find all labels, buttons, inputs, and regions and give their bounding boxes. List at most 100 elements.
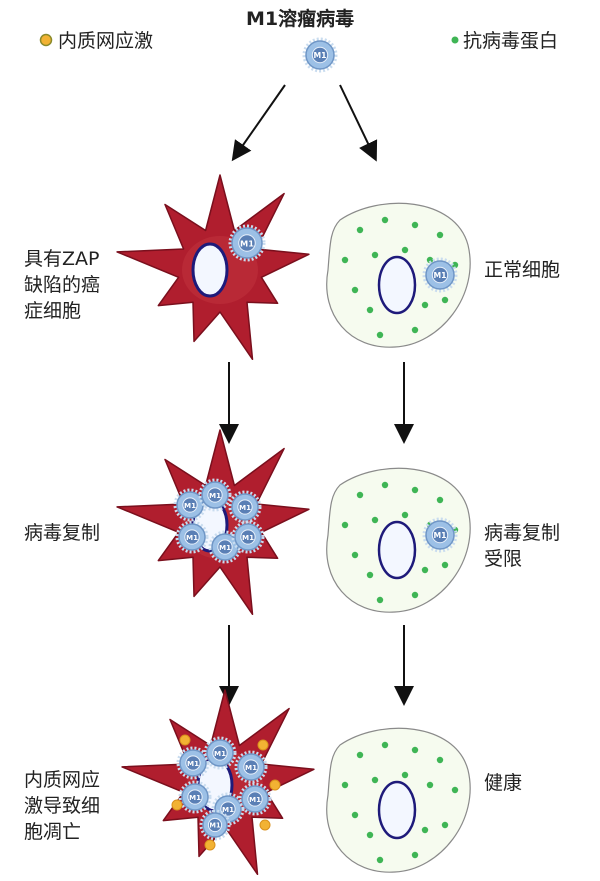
antiviral-protein-dot (426, 781, 434, 789)
antiviral-protein-dot (371, 251, 379, 259)
antiviral-protein-dot (421, 566, 429, 574)
er-stress-marker (257, 739, 269, 751)
virus-icon: M1 (199, 809, 231, 841)
virus-label: M1 (219, 543, 231, 552)
antiviral-protein-dot (356, 226, 364, 234)
virus-label: M1 (240, 238, 254, 248)
antiviral-protein-dot (356, 751, 364, 759)
antiviral-protein-dot (371, 516, 379, 524)
antiviral-protein-dot (381, 741, 389, 749)
antiviral-protein-dot (376, 331, 384, 339)
virus-icon: M1 (231, 520, 265, 554)
antiviral-protein-dot (436, 231, 444, 239)
antiviral-protein-dot (451, 261, 459, 269)
virus-icon: M1 (228, 224, 266, 262)
nucleus (377, 255, 417, 315)
virus-icon: M1 (422, 517, 458, 553)
er-stress-legend-icon (39, 33, 53, 47)
antiviral-protein-dot (401, 771, 409, 779)
virus-label: M1 (186, 533, 198, 542)
virus-label: M1 (242, 533, 254, 542)
er-stress-marker (259, 819, 271, 831)
cancer-cell-stage1: M1 (116, 174, 310, 361)
arrow-top-right (339, 84, 378, 162)
er-stress-marker (171, 799, 183, 811)
antiviral-protein-dot (376, 856, 384, 864)
er-stress-marker (179, 734, 191, 746)
virus-icon: M1 (234, 750, 268, 784)
antiviral-protein-dot (341, 781, 349, 789)
nucleus (377, 520, 417, 580)
antiviral-protein-dot (351, 551, 359, 559)
normal-cell-stage3 (326, 727, 471, 873)
antiviral-protein-dot (441, 821, 449, 829)
antiviral-protein-dot (381, 481, 389, 489)
virus-icon: M1 (302, 37, 338, 73)
normal-cell-stage1: M1 (326, 202, 471, 348)
antiviral-protein-dot (436, 496, 444, 504)
antiviral-protein-dot (366, 306, 374, 314)
virus-label: M1 (245, 763, 257, 772)
antiviral-protein-dot (341, 256, 349, 264)
virus-icon: M1 (178, 780, 212, 814)
antiviral-protein-dot (441, 561, 449, 569)
virus-label: M1 (187, 759, 199, 768)
antiviral-protein-dot (356, 491, 364, 499)
nucleus (191, 242, 229, 298)
virus-label: M1 (209, 491, 221, 500)
virus-icon: M1 (302, 37, 338, 73)
antiviral-protein-dot (421, 301, 429, 309)
virus-label: M1 (314, 51, 327, 60)
label-zap-deficient-cancer-cell: 具有ZAP 缺陷的癌 症细胞 (24, 248, 101, 322)
antiviral-protein-dot (341, 521, 349, 529)
antiviral-protein-dot (411, 486, 419, 494)
antiviral-protein-dot (371, 776, 379, 784)
legend-antiviral-protein-label: 抗病毒蛋白 (463, 30, 559, 52)
antiviral-protein-dot (366, 831, 374, 839)
virus-label: M1 (189, 793, 201, 802)
virus-label: M1 (214, 749, 226, 758)
virus-icon: M1 (238, 782, 272, 816)
virus-label: M1 (184, 501, 196, 510)
er-stress-marker (269, 779, 281, 791)
er-stress-marker (204, 839, 216, 851)
virus-icon: M1 (422, 257, 458, 293)
antiviral-protein-dot (411, 221, 419, 229)
virus-label: M1 (434, 531, 447, 540)
virus-label: M1 (222, 805, 234, 814)
virus-label: M1 (239, 503, 251, 512)
antiviral-protein-dot (451, 786, 459, 794)
virus-label: M1 (209, 822, 221, 830)
antiviral-protein-dot (411, 746, 419, 754)
normal-cell-stage2: M1 (326, 467, 471, 613)
legend-er-stress-label: 内质网应激 (58, 30, 154, 52)
antiviral-protein-dot (411, 851, 419, 859)
antiviral-protein-dot (411, 591, 419, 599)
antiviral-protein-dot (411, 326, 419, 334)
antiviral-protein-dot (441, 296, 449, 304)
virus-label: M1 (434, 271, 447, 280)
virus-icon: M1 (203, 736, 237, 770)
antiviral-protein-dot (366, 571, 374, 579)
label-virus-replication: 病毒复制 (24, 522, 101, 544)
antiviral-protein-dot (351, 286, 359, 294)
virus-icon: M1 (198, 478, 232, 512)
virus-icon: M1 (173, 488, 207, 522)
nucleus (377, 780, 417, 840)
diagram-title: M1溶瘤病毒 (246, 8, 355, 30)
virus-label: M1 (249, 795, 261, 804)
label-replication-restricted: 病毒复制 受限 (484, 522, 561, 570)
antiviral-protein-dot (401, 511, 409, 519)
virus-icon: M1 (228, 490, 262, 524)
antiviral-protein-dot (436, 756, 444, 764)
antiviral-protein-legend-icon (451, 36, 459, 44)
arrow-top-left (231, 84, 286, 162)
antiviral-protein-dot (376, 596, 384, 604)
virus-icon: M1 (175, 520, 209, 554)
antiviral-protein-dot (401, 246, 409, 254)
antiviral-protein-dot (351, 811, 359, 819)
